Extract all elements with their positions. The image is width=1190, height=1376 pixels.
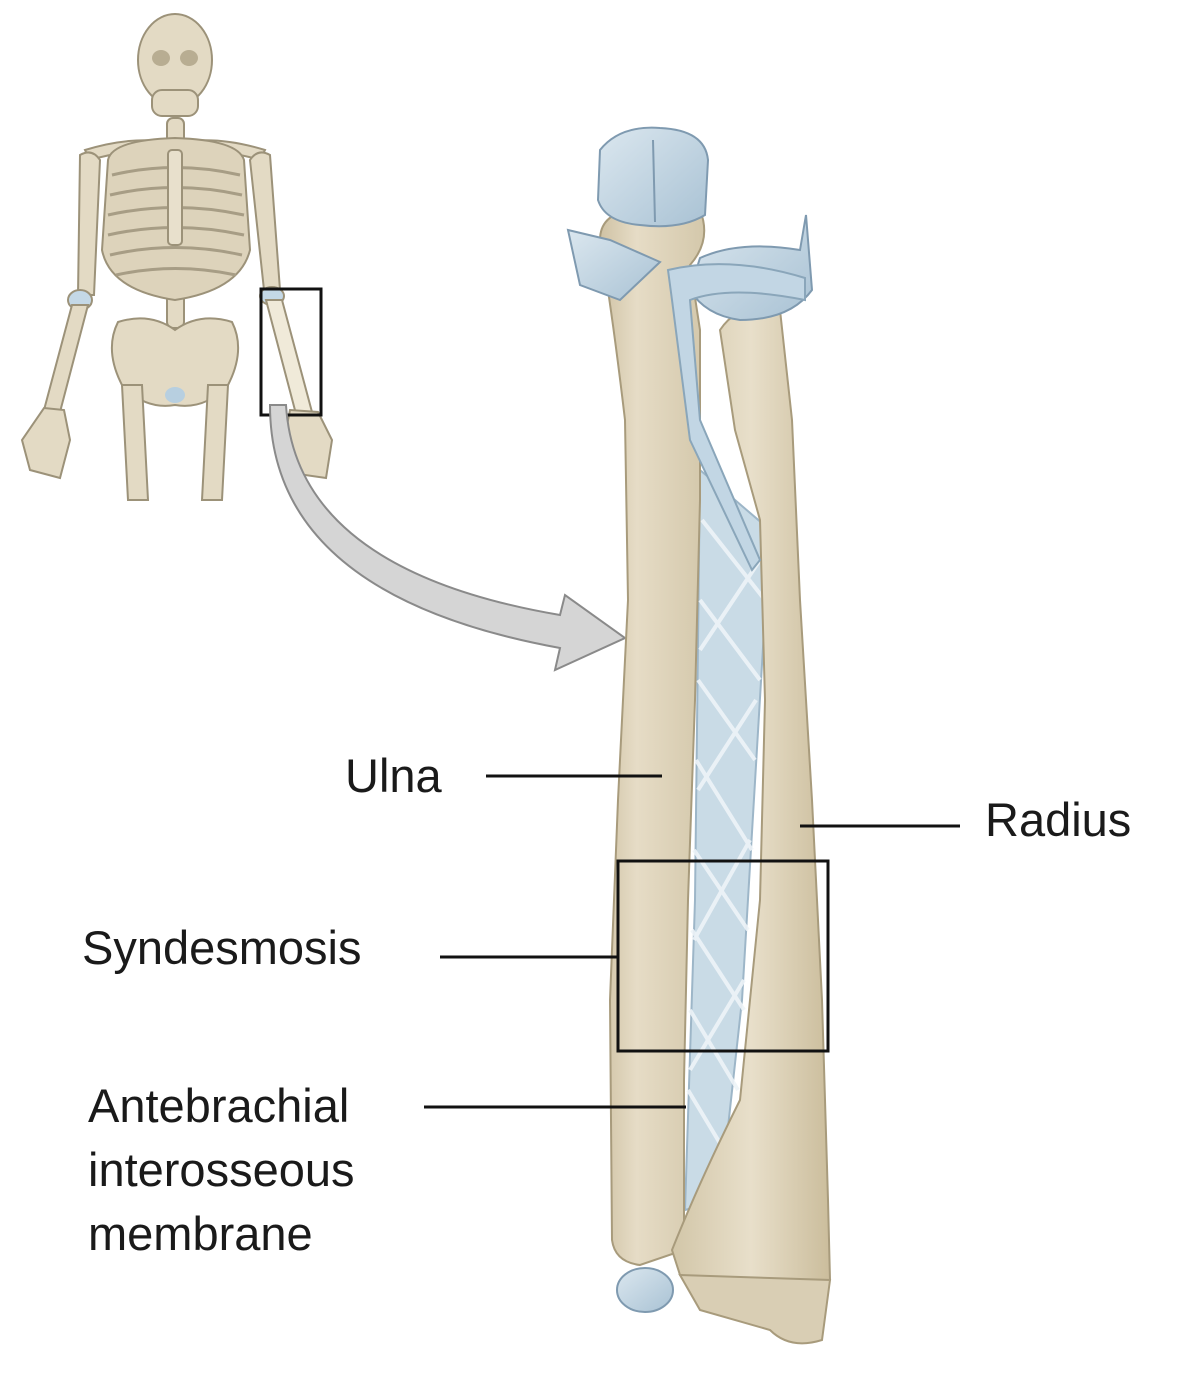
membrane-label: Antebrachial interosseous membrane <box>88 1074 355 1266</box>
radius-label: Radius <box>985 788 1131 852</box>
forearm-bones <box>568 128 830 1344</box>
right-humerus <box>250 152 280 290</box>
ulnar-head-cartilage <box>617 1268 673 1312</box>
membrane-label-line-2: interosseous <box>88 1138 355 1202</box>
membrane-label-line-1: Antebrachial <box>88 1074 355 1138</box>
syndesmosis-label: Syndesmosis <box>82 916 362 980</box>
right-forearm-highlight <box>266 300 312 414</box>
ulna-label: Ulna <box>345 744 442 808</box>
left-humerus <box>78 152 100 295</box>
jaw <box>152 90 198 116</box>
membrane-label-line-3: membrane <box>88 1202 355 1266</box>
